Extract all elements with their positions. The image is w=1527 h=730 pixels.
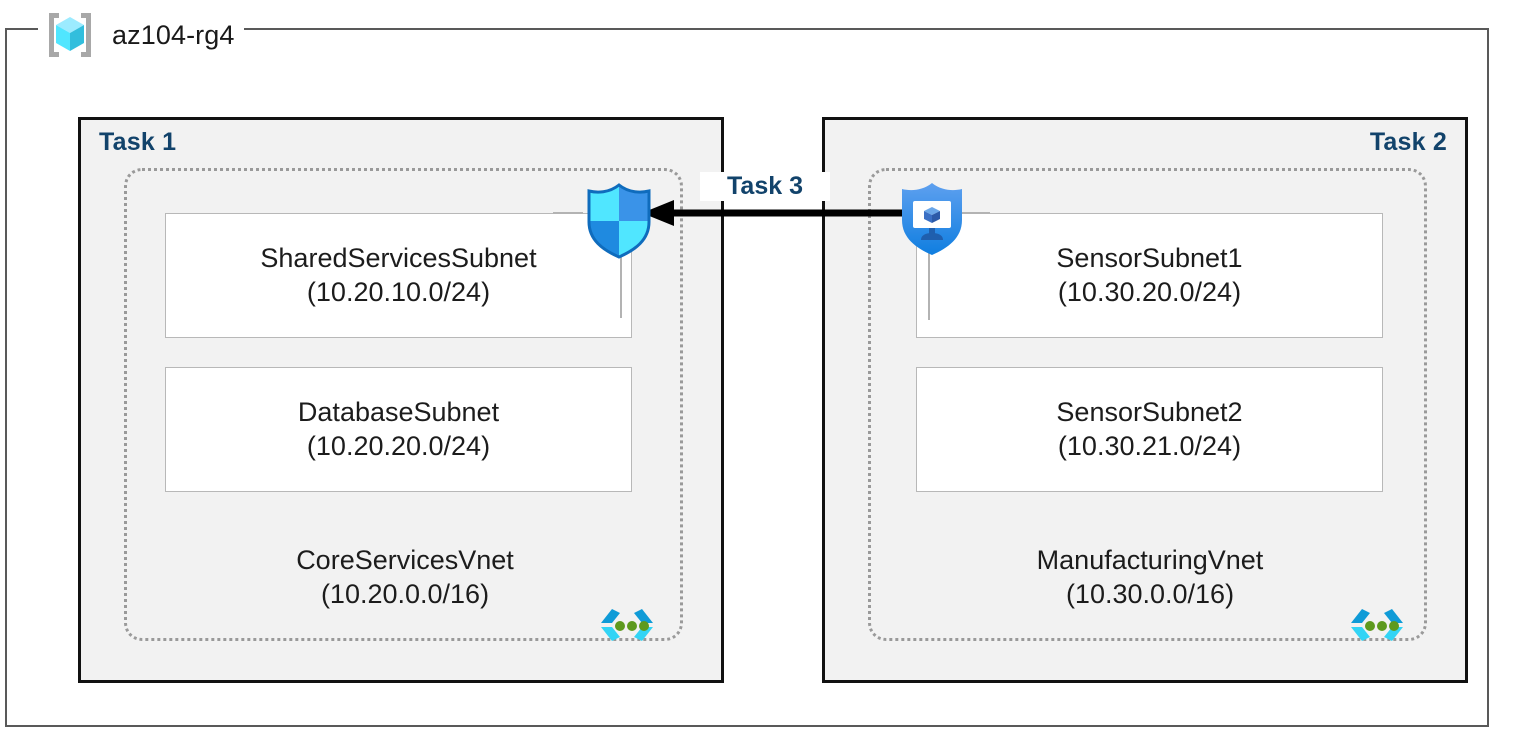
resource-group-name: az104-rg4 [112, 19, 235, 50]
left-arrow-icon [640, 200, 908, 226]
subnet-cidr: (10.20.20.0/24) [306, 430, 491, 461]
subnet-sharedservicessubnet[interactable]: SharedServicesSubnet (10.20.10.0/24) [165, 213, 632, 338]
nsg-connector-line-down [620, 248, 622, 318]
task-2-label: Task 2 [1369, 128, 1447, 156]
coreservicesvnet-label: CoreServicesVnet (10.20.0.0/16) [255, 545, 555, 611]
subnet-name: DatabaseSubnet [297, 396, 500, 427]
subnet-name: SensorSubnet2 [1056, 396, 1243, 427]
vnet-name: CoreServicesVnet [296, 545, 514, 575]
subnet-databasesubnet[interactable]: DatabaseSubnet (10.20.20.0/24) [165, 367, 632, 492]
bastion-connector-line-down [928, 250, 930, 320]
bastion-connector-line-right [958, 212, 990, 214]
resource-group-header: az104-rg4 [38, 6, 245, 64]
vnet-icon [1345, 605, 1409, 649]
manufacturingvnet-boundary [868, 168, 1427, 641]
vnet-icon [595, 605, 659, 649]
vnet-name: ManufacturingVnet [1036, 545, 1264, 575]
subnet-sensorsubnet2[interactable]: SensorSubnet2 (10.30.21.0/24) [916, 367, 1383, 492]
manufacturingvnet-label: ManufacturingVnet (10.30.0.0/16) [1000, 545, 1300, 611]
resource-group-cube-icon [42, 9, 98, 61]
subnet-cidr: (10.30.21.0/24) [1057, 430, 1242, 461]
subnet-name: SensorSubnet1 [1056, 242, 1243, 273]
azure-bastion-shield-icon [896, 180, 968, 258]
subnet-cidr: (10.30.20.0/24) [1057, 276, 1242, 307]
subnet-sensorsubnet1[interactable]: SensorSubnet1 (10.30.20.0/24) [916, 213, 1383, 338]
subnet-name: SharedServicesSubnet [260, 242, 537, 273]
subnet-cidr: (10.20.10.0/24) [306, 276, 491, 307]
coreservicesvnet-boundary [124, 168, 683, 641]
vnet-cidr: (10.20.0.0/16) [320, 578, 490, 609]
network-security-group-shield-icon [583, 182, 655, 260]
vnet-cidr: (10.30.0.0/16) [1065, 578, 1235, 609]
task-1-label: Task 1 [99, 128, 177, 156]
nsg-connector-line-left [553, 212, 583, 214]
task-3-label: Task 3 [700, 172, 830, 201]
